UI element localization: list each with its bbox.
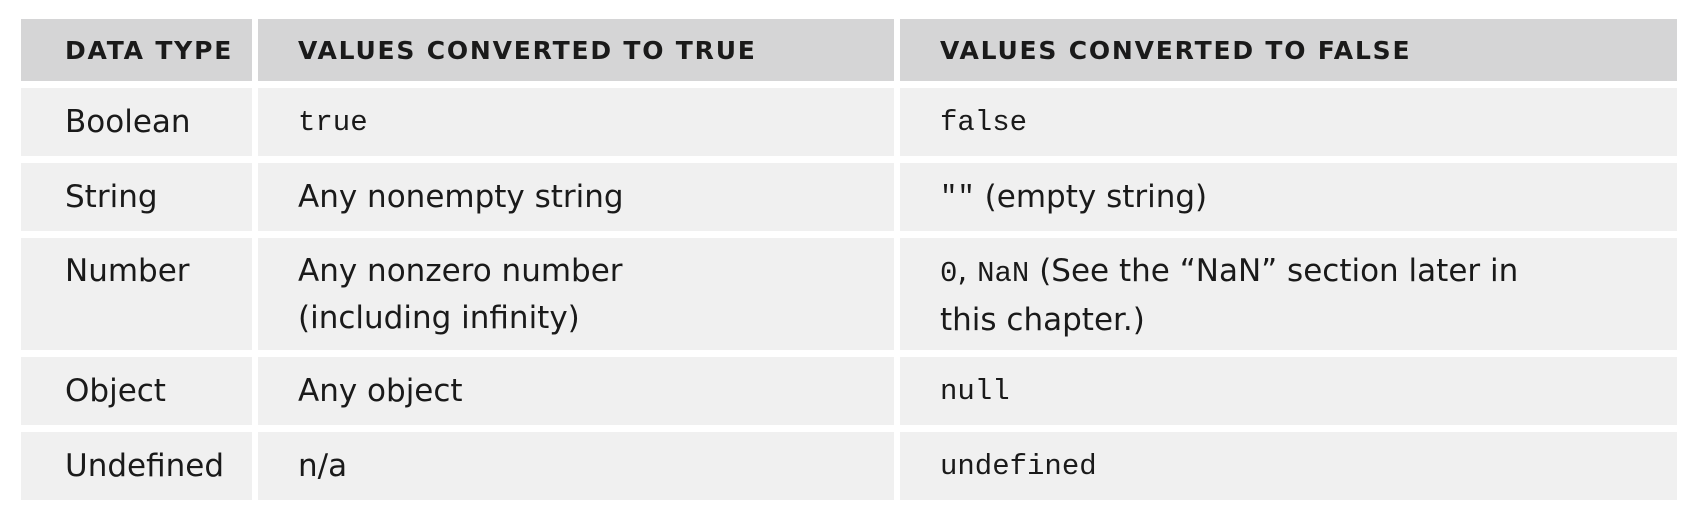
row-string-type: String [21, 163, 252, 231]
row-number-false-text1: (See the “NaN” section later in [1029, 253, 1519, 289]
row-undefined-type: Undefined [21, 432, 252, 500]
header-false-values-label: VALUES CONVERTED TO FALSE [940, 35, 1412, 65]
row-string-true: Any nonempty string [258, 163, 894, 231]
row-string-true-value: Any nonempty string [298, 178, 624, 215]
row-undefined-true-value: n/a [298, 447, 348, 484]
row-string-false-text: (empty string) [974, 178, 1208, 215]
row-undefined-false: undefined [900, 432, 1677, 500]
header-true-values: VALUES CONVERTED TO TRUE [258, 19, 894, 81]
row-object-false: null [900, 357, 1677, 425]
row-number-type-label: Number [65, 253, 190, 289]
row-number-false: 0, NaN (See the “NaN” section later in t… [900, 238, 1677, 350]
row-number-type: Number [21, 238, 252, 350]
row-number-true-line2: (including infinity) [298, 300, 580, 336]
row-boolean-true-value: true [298, 105, 368, 139]
row-boolean-type-label: Boolean [65, 103, 191, 140]
row-object-false-value: null [940, 374, 1010, 408]
row-undefined-type-label: Undefined [65, 447, 225, 484]
row-object-type-label: Object [65, 372, 166, 409]
header-true-values-label: VALUES CONVERTED TO TRUE [298, 35, 757, 65]
row-number-false-code-zero: 0 [940, 257, 958, 290]
conversion-table: DATA TYPE VALUES CONVERTED TO TRUE VALUE… [21, 19, 1677, 500]
header-data-type-label: DATA TYPE [65, 35, 234, 65]
row-boolean-true: true [258, 88, 894, 156]
row-boolean-type: Boolean [21, 88, 252, 156]
row-object-type: Object [21, 357, 252, 425]
row-number-false-line1: 0, NaN (See the “NaN” section later in [940, 248, 1518, 297]
row-boolean-false-value: false [940, 105, 1028, 139]
row-object-true: Any object [258, 357, 894, 425]
row-number-true-line1: Any nonzero number [298, 253, 623, 289]
row-string-false: "" (empty string) [900, 163, 1677, 231]
row-boolean-false: false [900, 88, 1677, 156]
row-undefined-true: n/a [258, 432, 894, 500]
row-string-type-label: String [65, 178, 158, 215]
header-data-type: DATA TYPE [21, 19, 252, 81]
header-false-values: VALUES CONVERTED TO FALSE [900, 19, 1677, 81]
row-number-false-code-nan: NaN [977, 257, 1030, 290]
row-number-false-line2: this chapter.) [940, 302, 1145, 338]
row-undefined-false-value: undefined [940, 449, 1097, 483]
row-number-true: Any nonzero number (including infinity) [258, 238, 894, 350]
row-object-true-value: Any object [298, 372, 463, 409]
row-string-false-code: "" [940, 180, 975, 214]
row-number-false-separator: , [957, 253, 978, 289]
